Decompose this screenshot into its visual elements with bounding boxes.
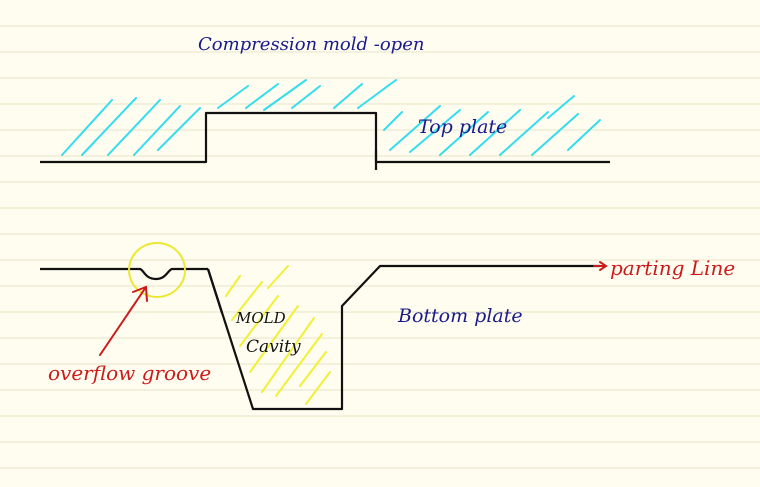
hatch-stroke <box>263 79 307 111</box>
hatch-stroke <box>261 317 315 393</box>
hatch-stroke <box>499 111 549 156</box>
top-plate-outline <box>40 111 610 164</box>
hatch-stroke <box>61 99 113 156</box>
hatch-stroke <box>299 351 327 387</box>
hatch-stroke <box>547 95 575 119</box>
hatch-stroke <box>531 113 579 156</box>
hatch-stroke <box>383 111 403 131</box>
hatch-stroke <box>249 305 299 373</box>
hatch-stroke <box>469 109 521 156</box>
hatch-stroke <box>81 97 137 156</box>
top-plate-label: Top plate <box>418 116 507 138</box>
parting-line-arrow <box>593 261 608 271</box>
overflow-groove-highlight <box>128 242 186 298</box>
hatch-stroke <box>231 281 263 321</box>
diagram-title: Compression mold -open <box>198 34 424 55</box>
hatch-stroke <box>133 105 181 156</box>
hatch-stroke <box>217 85 249 109</box>
mold-cavity-label-line2: Cavity <box>246 337 301 357</box>
notebook-ruled-lines <box>0 25 760 469</box>
mold-cavity-label-line1: MOLD <box>235 309 286 327</box>
overflow-groove-label: overflow groove <box>48 361 211 385</box>
hatch-stroke <box>245 83 279 109</box>
mold-cavity-hatching <box>225 265 331 405</box>
hatch-stroke <box>291 85 321 109</box>
hatch-stroke <box>389 105 441 151</box>
hatch-stroke <box>333 83 363 109</box>
bottom-plate-cavity-outline <box>206 264 600 411</box>
hatch-stroke <box>567 119 601 151</box>
hatch-stroke <box>275 333 323 397</box>
hatch-stroke <box>409 109 461 153</box>
overflow-groove-arrow <box>99 285 148 356</box>
hatch-stroke <box>439 111 489 156</box>
bottom-plate-label: Bottom plate <box>397 305 523 327</box>
hatch-stroke <box>225 275 241 297</box>
hatch-stroke <box>239 295 279 347</box>
hatch-stroke <box>357 79 397 109</box>
hatch-stroke <box>267 265 289 289</box>
hatch-stroke <box>305 371 331 405</box>
cavity-inner-wall <box>206 268 224 314</box>
parting-line-label: parting Line <box>610 256 735 280</box>
hatch-stroke <box>157 107 201 151</box>
top-plate-hatching <box>61 79 601 156</box>
overflow-groove-shape <box>126 267 208 281</box>
hatch-stroke <box>107 99 161 156</box>
